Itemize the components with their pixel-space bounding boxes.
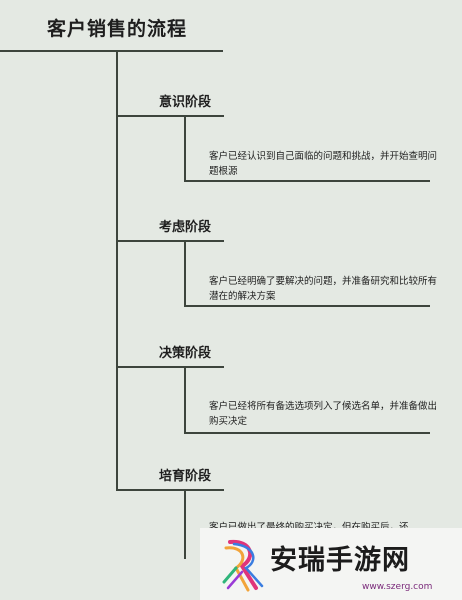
stage-stem-nurture [184,489,186,559]
watermark-brand-text: 安瑞手游网 [270,545,410,576]
stage-stem-decision [184,366,186,433]
stage-desc-nurture: 客户已做出了最终的购买决定，但在购买后，还 [209,520,409,535]
stage-desc-underline-consideration [184,305,430,307]
watermark-logo-icon [222,539,264,592]
stage-desc-awareness: 客户已经认识到自己面临的问题和挑战，并开始查明问题根源 [209,151,438,177]
stage-branch-awareness [116,115,224,117]
stage-label-decision: 决策阶段 [159,346,212,361]
stage-desc-underline-decision [184,432,430,434]
stage-label-awareness: 意识阶段 [159,95,212,110]
main-trunk-line [116,51,118,490]
stage-desc-underline-awareness [184,180,430,182]
stage-label-nurture: 培育阶段 [159,469,212,484]
stage-branch-consideration [116,240,224,242]
stage-desc-consideration: 客户已经明确了要解决的问题，并准备研究和比较所有潜在的解决方案 [209,276,438,302]
title-underline [0,50,223,52]
stage-stem-consideration [184,240,186,306]
stage-branch-nurture [116,489,224,491]
stage-branch-decision [116,366,224,368]
watermark-url-text: www.szerg.com [362,582,433,592]
stage-stem-awareness [184,115,186,181]
stage-label-consideration: 考虑阶段 [159,220,212,235]
watermark-banner: 安瑞手游网 www.szerg.com [200,528,462,600]
diagram-title: 客户销售的流程 [47,18,188,40]
stage-desc-decision: 客户已经将所有备选选项列入了候选名单，并准备做出购买决定 [209,401,438,427]
